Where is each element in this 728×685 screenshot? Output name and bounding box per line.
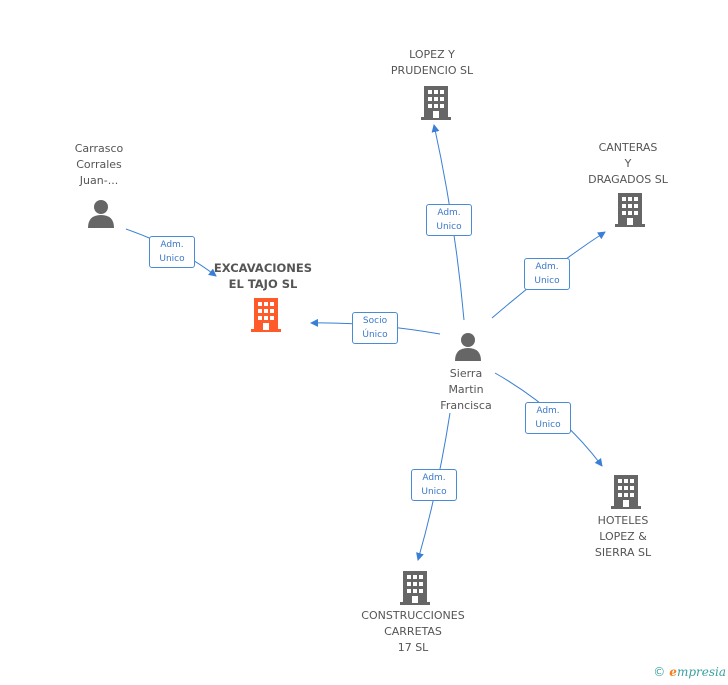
node-label-carrasco[interactable]: Carrasco Corrales Juan-... xyxy=(75,141,124,189)
building-icon[interactable] xyxy=(614,191,646,227)
node-label-line: CARRETAS xyxy=(384,625,442,638)
node-label-line: Juan-... xyxy=(79,174,119,187)
node-label-line: 17 SL xyxy=(397,641,429,654)
edge-label-sierra-construcciones[interactable]: Adm. Unico xyxy=(411,469,457,501)
brand-name: mpresia xyxy=(676,665,726,679)
edge-label-sierra-lopez[interactable]: Adm. Unico xyxy=(426,204,472,236)
building-icon[interactable] xyxy=(610,473,642,509)
node-label-sierra[interactable]: Sierra Martin Francisca xyxy=(440,366,491,414)
building-icon[interactable] xyxy=(399,569,431,605)
node-label-line: HOTELES xyxy=(597,514,649,527)
node-label-line: Corrales xyxy=(76,158,122,171)
edge-label-sierra-hoteles[interactable]: Adm. Unico xyxy=(525,402,571,434)
node-label-line: DRAGADOS SL xyxy=(588,173,668,186)
edge-label-line: Unico xyxy=(159,254,185,264)
node-label-excavaciones[interactable]: EXCAVACIONES EL TAJO SL xyxy=(214,260,312,292)
brand-initial: e xyxy=(669,665,677,679)
node-label-lopez-prudencio[interactable]: LOPEZ Y PRUDENCIO SL xyxy=(391,47,473,79)
node-label-construcciones[interactable]: CONSTRUCCIONES CARRETAS 17 SL xyxy=(361,608,464,656)
edge-label-line: Unico xyxy=(535,420,561,430)
edge-label-line: Unico xyxy=(534,276,560,286)
building-icon[interactable] xyxy=(250,296,282,332)
edge-label-sierra-canteras[interactable]: Adm. Unico xyxy=(524,258,570,290)
edge-label-line: Adm. xyxy=(535,262,559,272)
building-icon[interactable] xyxy=(420,84,452,120)
empresia-brand[interactable]: ©empresia xyxy=(653,665,726,679)
node-label-line: Francisca xyxy=(440,399,492,412)
node-label-line: SIERRA SL xyxy=(594,546,652,559)
node-label-line: CONSTRUCCIONES xyxy=(361,609,465,622)
node-label-line: LOPEZ Y xyxy=(409,48,455,61)
node-label-line: Sierra xyxy=(449,367,483,380)
edge-label-line: Unico xyxy=(421,487,447,497)
edge-label-line: Adm. xyxy=(422,473,446,483)
node-label-line: Y xyxy=(624,157,632,170)
person-icon[interactable] xyxy=(453,331,483,361)
node-label-line: EL TAJO SL xyxy=(228,277,298,291)
edge-label-line: Único xyxy=(362,330,388,340)
edge-label-line: Socio xyxy=(362,316,388,326)
node-label-line: Martin xyxy=(448,383,484,396)
copyright-icon: © xyxy=(653,665,666,679)
edge-label-carrasco-excavaciones[interactable]: Adm. Unico xyxy=(149,236,195,268)
node-label-line: Carrasco xyxy=(74,142,124,155)
edge-label-sierra-excavaciones[interactable]: Socio Único xyxy=(352,312,398,344)
node-label-canteras[interactable]: CANTERAS Y DRAGADOS SL xyxy=(588,140,668,188)
node-label-hoteles[interactable]: HOTELES LOPEZ & SIERRA SL xyxy=(595,513,651,561)
node-label-line: LOPEZ & xyxy=(599,530,647,543)
node-label-line: PRUDENCIO SL xyxy=(390,64,474,77)
edge-label-line: Unico xyxy=(436,222,462,232)
edge-label-line: Adm. xyxy=(437,208,461,218)
node-label-line: EXCAVACIONES xyxy=(213,261,313,275)
edge-label-line: Adm. xyxy=(536,406,560,416)
person-icon[interactable] xyxy=(86,198,116,228)
node-label-line: CANTERAS xyxy=(598,141,658,154)
edge-label-line: Adm. xyxy=(160,240,184,250)
